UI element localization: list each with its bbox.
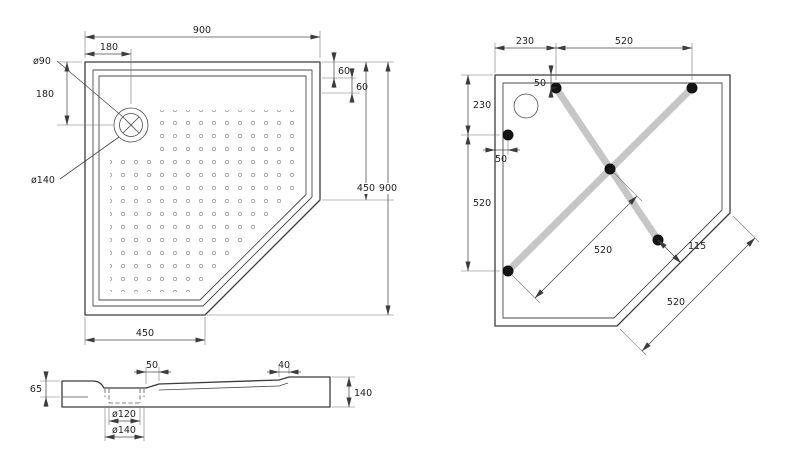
dim-label-front-edge: 450 xyxy=(136,328,154,339)
plan-extension-lines xyxy=(207,61,394,316)
tray-rim-outer xyxy=(92,69,313,307)
dim-section-wall-height: 65 xyxy=(30,371,60,407)
drain-inner-circle xyxy=(119,113,143,137)
section-interior-lines xyxy=(62,382,289,398)
dim-label-drain-inner-dia: ø90 xyxy=(33,56,51,67)
bracket-left-2 xyxy=(502,265,514,277)
tray-outer-edge xyxy=(494,74,731,327)
dim-label-rim-step-2: 60 xyxy=(356,82,368,93)
dim-mount-top-span: 520 xyxy=(555,36,693,51)
dim-label-top-span: 520 xyxy=(615,36,633,47)
dim-mount-top-offset: 230 xyxy=(494,36,557,51)
dim-label-drain-hole-dia: ø120 xyxy=(112,409,136,420)
drain-outer-circle xyxy=(113,107,149,143)
dim-mount-bracket-inset-left: 50 xyxy=(483,141,520,165)
dim-label-overall-height: 140 xyxy=(354,388,372,399)
section-view: 50 40 65 140 ø120 xyxy=(30,360,372,441)
dim-label-drain-outer-dia: ø140 xyxy=(31,175,55,186)
dim-mount-diagonal-span: 520 xyxy=(619,215,760,356)
dim-plan-front-edge: 450 xyxy=(84,317,206,345)
plan-view: 900 180 ø90 180 ø140 60 xyxy=(31,25,401,345)
dim-section-drain-hole-dia: ø120 xyxy=(108,406,141,425)
dim-mount-strap-span: 520 xyxy=(511,172,643,304)
bracket-top-2 xyxy=(686,82,698,94)
bracket-center xyxy=(604,163,616,175)
dim-label-overall-width: 900 xyxy=(193,25,211,36)
dim-mount-left-offset: 230 xyxy=(465,74,491,136)
dim-section-ramp-width: 50 xyxy=(134,360,171,384)
mounting-view: 230 520 230 520 50 50 xyxy=(461,36,760,356)
strap-diagonal-1 xyxy=(553,86,661,242)
dim-label-ramp-width: 50 xyxy=(146,360,158,371)
dim-label-top-offset: 230 xyxy=(516,36,534,47)
drain xyxy=(113,107,149,143)
dim-plan-drain-offset-y: 180 xyxy=(36,61,113,126)
dim-label-rim-step-1: 60 xyxy=(338,66,350,77)
dim-label-left-offset: 230 xyxy=(473,100,491,111)
dim-label-drain-offset-y: 180 xyxy=(36,89,54,100)
drain-cross-line xyxy=(122,116,140,134)
drain-hidden-lines xyxy=(104,389,145,404)
dim-plan-overall-height: 900 xyxy=(375,61,401,316)
dim-label-drain-flange-dia: ø140 xyxy=(112,425,136,436)
dim-section-overall-height: 140 xyxy=(332,376,372,408)
dim-label-diagonal-inset: 115 xyxy=(688,241,706,252)
dim-plan-rim-step-1: 60 xyxy=(331,52,350,88)
tray-rim-inner xyxy=(98,75,307,301)
dim-mount-left-span: 520 xyxy=(465,134,491,272)
dim-plan-side-edge: 450 xyxy=(353,61,379,201)
dim-label-left-span: 520 xyxy=(473,198,491,209)
anti-slip-texture xyxy=(110,110,298,292)
dim-label-bracket-inset-left: 50 xyxy=(495,154,507,165)
dim-mount-bracket-inset-top: 50 xyxy=(534,65,556,98)
drain-circle xyxy=(513,93,539,119)
dim-label-side-edge: 450 xyxy=(357,183,375,194)
dim-label-diagonal-span: 520 xyxy=(667,297,685,308)
dim-plan-drain-offset-x: 180 xyxy=(84,42,132,104)
bracket-left-1 xyxy=(502,129,514,141)
dim-plan-overall-width: 900 xyxy=(84,25,321,58)
dim-label-drain-offset-x: 180 xyxy=(100,42,118,53)
section-profile xyxy=(61,376,331,408)
dim-label-bracket-inset-top: 50 xyxy=(534,78,546,89)
dim-label-overall-height: 900 xyxy=(379,183,397,194)
dim-section-drain-flange-dia: ø140 xyxy=(104,406,145,441)
dim-label-rim-width: 40 xyxy=(278,360,290,371)
dim-section-rim-width: 40 xyxy=(267,360,301,377)
dim-label-strap-span: 520 xyxy=(594,245,612,256)
leader-drain-outer-dia: ø140 xyxy=(31,136,120,186)
dim-label-wall-height: 65 xyxy=(30,384,42,395)
dim-plan-rim-step-2: 60 xyxy=(349,68,368,103)
